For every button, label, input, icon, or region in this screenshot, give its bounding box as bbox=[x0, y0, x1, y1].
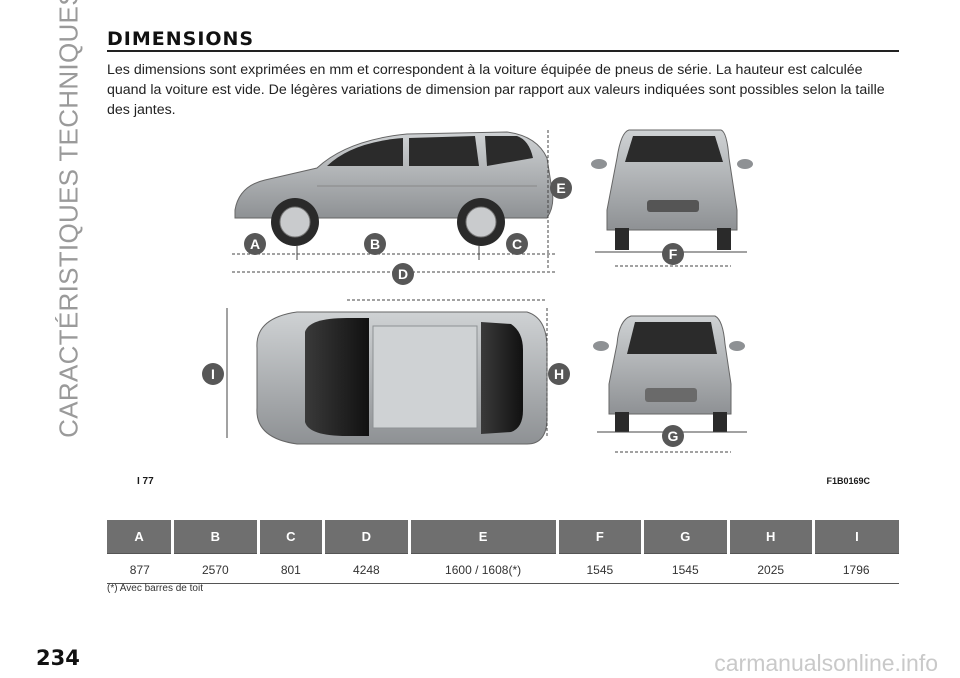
marker-F-label: F bbox=[669, 246, 678, 262]
front-view-car bbox=[591, 129, 753, 250]
marker-I: I bbox=[202, 363, 224, 385]
marker-E-label: E bbox=[556, 180, 565, 196]
top-view-car bbox=[256, 311, 548, 445]
table-cell-e-note: (*) bbox=[508, 563, 522, 577]
marker-F: F bbox=[662, 243, 684, 265]
marker-B-label: B bbox=[370, 236, 380, 252]
marker-C-label: C bbox=[512, 236, 522, 252]
section-title: DIMENSIONS bbox=[107, 28, 255, 50]
table-cell: 877 bbox=[107, 553, 173, 584]
car-dimensions-drawing: A B C D E F G H bbox=[202, 129, 753, 453]
table-footnote: (*) Avec barres de toit bbox=[107, 583, 203, 594]
table-header-row: A B C D E F G H I bbox=[107, 520, 899, 554]
marker-I-label: I bbox=[211, 366, 215, 382]
table-cell: 1545 bbox=[557, 553, 643, 584]
marker-H: H bbox=[548, 363, 570, 385]
table-header: F bbox=[555, 520, 643, 554]
marker-H-label: H bbox=[554, 366, 564, 382]
table-header: B bbox=[171, 520, 259, 554]
marker-E: E bbox=[550, 177, 572, 199]
table-cell-e-value: 1600 / 1608 bbox=[445, 563, 509, 577]
table-cell: 2025 bbox=[728, 553, 814, 584]
table-header: G bbox=[641, 520, 728, 554]
table-header: H bbox=[726, 520, 814, 554]
rear-view-car bbox=[593, 315, 745, 432]
marker-C: C bbox=[506, 233, 528, 255]
intro-paragraph: Les dimensions sont exprimées en mm et c… bbox=[107, 62, 885, 118]
marker-G-label: G bbox=[668, 428, 679, 444]
marker-B: B bbox=[364, 233, 386, 255]
figure-ref-right: F1B0169C bbox=[826, 476, 870, 486]
table-header: D bbox=[322, 520, 410, 554]
table-header: I bbox=[811, 520, 899, 554]
side-view-car bbox=[234, 131, 554, 246]
dimensions-table: A B C D E F G H I 877 2570 801 4248 1600… bbox=[107, 520, 899, 584]
table-cell: 2570 bbox=[172, 553, 259, 584]
title-rule bbox=[107, 50, 899, 52]
marker-G: G bbox=[662, 425, 684, 447]
table-cell: 1545 bbox=[642, 553, 728, 584]
table-row: 877 2570 801 4248 1600 / 1608(*) 1545 15… bbox=[107, 553, 899, 584]
figure-ref-left: I 77 bbox=[137, 476, 154, 487]
marker-D-label: D bbox=[398, 266, 408, 282]
table-cell: 801 bbox=[258, 553, 324, 584]
watermark: carmanualsonline.info bbox=[714, 650, 938, 676]
marker-D: D bbox=[392, 263, 414, 285]
marker-A: A bbox=[244, 233, 266, 255]
table-header: A bbox=[107, 520, 173, 554]
table-cell: 1796 bbox=[813, 553, 899, 584]
table-header: C bbox=[256, 520, 324, 554]
table-cell: 4248 bbox=[323, 553, 410, 584]
table-header: E bbox=[407, 520, 558, 554]
table-cell-e: 1600 / 1608(*) bbox=[409, 553, 558, 584]
marker-A-label: A bbox=[250, 236, 260, 252]
dimensions-figure: A B C D E F G H bbox=[107, 118, 900, 496]
page-number: 234 bbox=[36, 646, 80, 670]
chapter-side-title: CARACTÉRISTIQUES TECHNIQUES bbox=[53, 0, 84, 438]
